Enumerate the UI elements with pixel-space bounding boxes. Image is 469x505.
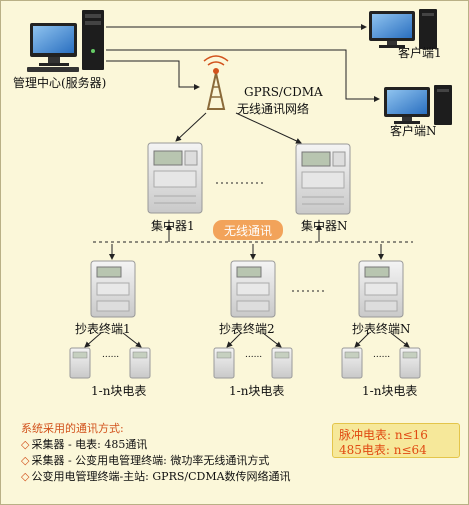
meter-terminal-icon <box>358 260 404 318</box>
client-n-label: 客户端N <box>390 124 437 138</box>
legend-item-text: 采集器 - 公变用电管理终端: 微功率无线通讯方式 <box>31 454 270 467</box>
client-computer-icon <box>384 85 452 125</box>
rs485-meter-capacity: 485电表: n≤64 <box>339 443 427 457</box>
management-center-label: 管理中心(服务器) <box>13 76 107 90</box>
meter-terminal-icon <box>90 260 136 318</box>
meters-label-2: 1-n块电表 <box>229 384 285 398</box>
meter-ellipsis: ...... <box>245 350 263 360</box>
meters-label-n: 1-n块电表 <box>362 384 418 398</box>
legend-item-text: 公变用电管理终端-主站: GPRS/CDMA数传网络通讯 <box>31 470 291 483</box>
diamond-icon: ◇ <box>21 438 30 451</box>
meter-ellipsis: ...... <box>102 350 120 360</box>
client-computer-icon <box>369 9 437 49</box>
meter-terminal-icon <box>230 260 276 318</box>
concentrator-n-label: 集中器N <box>301 219 348 233</box>
concentrator-1-label: 集中器1 <box>151 219 195 233</box>
network-label-line2: 无线通讯网络 <box>237 102 310 116</box>
legend-item-text: 采集器 - 电表: 485通讯 <box>31 438 148 451</box>
meter-ellipsis: ...... <box>373 350 391 360</box>
antenna-tower-icon <box>203 55 229 110</box>
pulse-meter-capacity: 脉冲电表: n≤16 <box>339 428 428 442</box>
concentrator-device-icon <box>295 143 351 215</box>
meters-label-1: 1-n块电表 <box>91 384 147 398</box>
diamond-icon: ◇ <box>21 470 30 483</box>
wireless-comm-tag: 无线通讯 <box>213 220 283 240</box>
server-computer-icon <box>27 10 104 72</box>
legend-item: ◇采集器 - 电表: 485通讯 <box>21 437 291 453</box>
terminal-1-label: 抄表终端1 <box>75 322 131 336</box>
connector-lines <box>84 24 413 348</box>
terminal-2-label: 抄表终端2 <box>219 322 275 336</box>
legend-item: ◇采集器 - 公变用电管理终端: 微功率无线通讯方式 <box>21 453 291 469</box>
client-1-label: 客户端1 <box>398 46 442 60</box>
wireless-comm-label: 无线通讯 <box>223 224 272 238</box>
concentrator-device-icon <box>147 142 203 214</box>
legend-item: ◇公变用电管理终端-主站: GPRS/CDMA数传网络通讯 <box>21 469 291 485</box>
network-label-line1: GPRS/CDMA <box>244 85 323 99</box>
legend-title: 系统采用的通讯方式: <box>21 422 124 435</box>
capacity-badge: 脉冲电表: n≤16 485电表: n≤64 <box>332 423 460 458</box>
diamond-icon: ◇ <box>21 454 30 467</box>
terminal-n-label: 抄表终端N <box>352 322 411 336</box>
comm-methods-legend: 系统采用的通讯方式: ◇采集器 - 电表: 485通讯 ◇采集器 - 公变用电管… <box>21 421 291 485</box>
meter-display-marks <box>72 351 418 359</box>
